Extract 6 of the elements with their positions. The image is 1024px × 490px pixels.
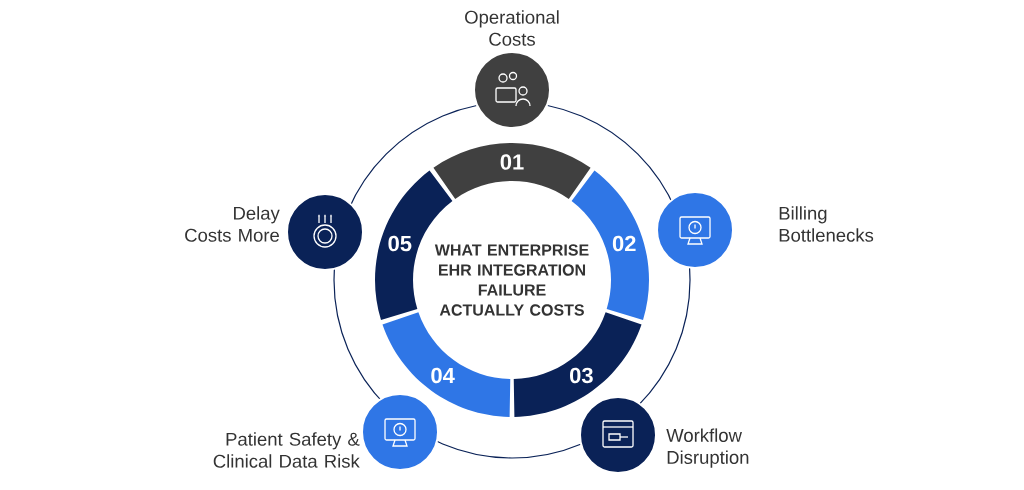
heading-label: Delay Costs More [185,206,280,242]
heading-label: Operational Costs [465,10,559,46]
heading-label: Workflow Disruption [666,428,749,468]
heading-label: Billing Bottlenecks [779,206,874,242]
ring-segment: 01 [433,143,591,199]
heading-label: Patient Safety & Clinical Data Risk [213,432,360,468]
